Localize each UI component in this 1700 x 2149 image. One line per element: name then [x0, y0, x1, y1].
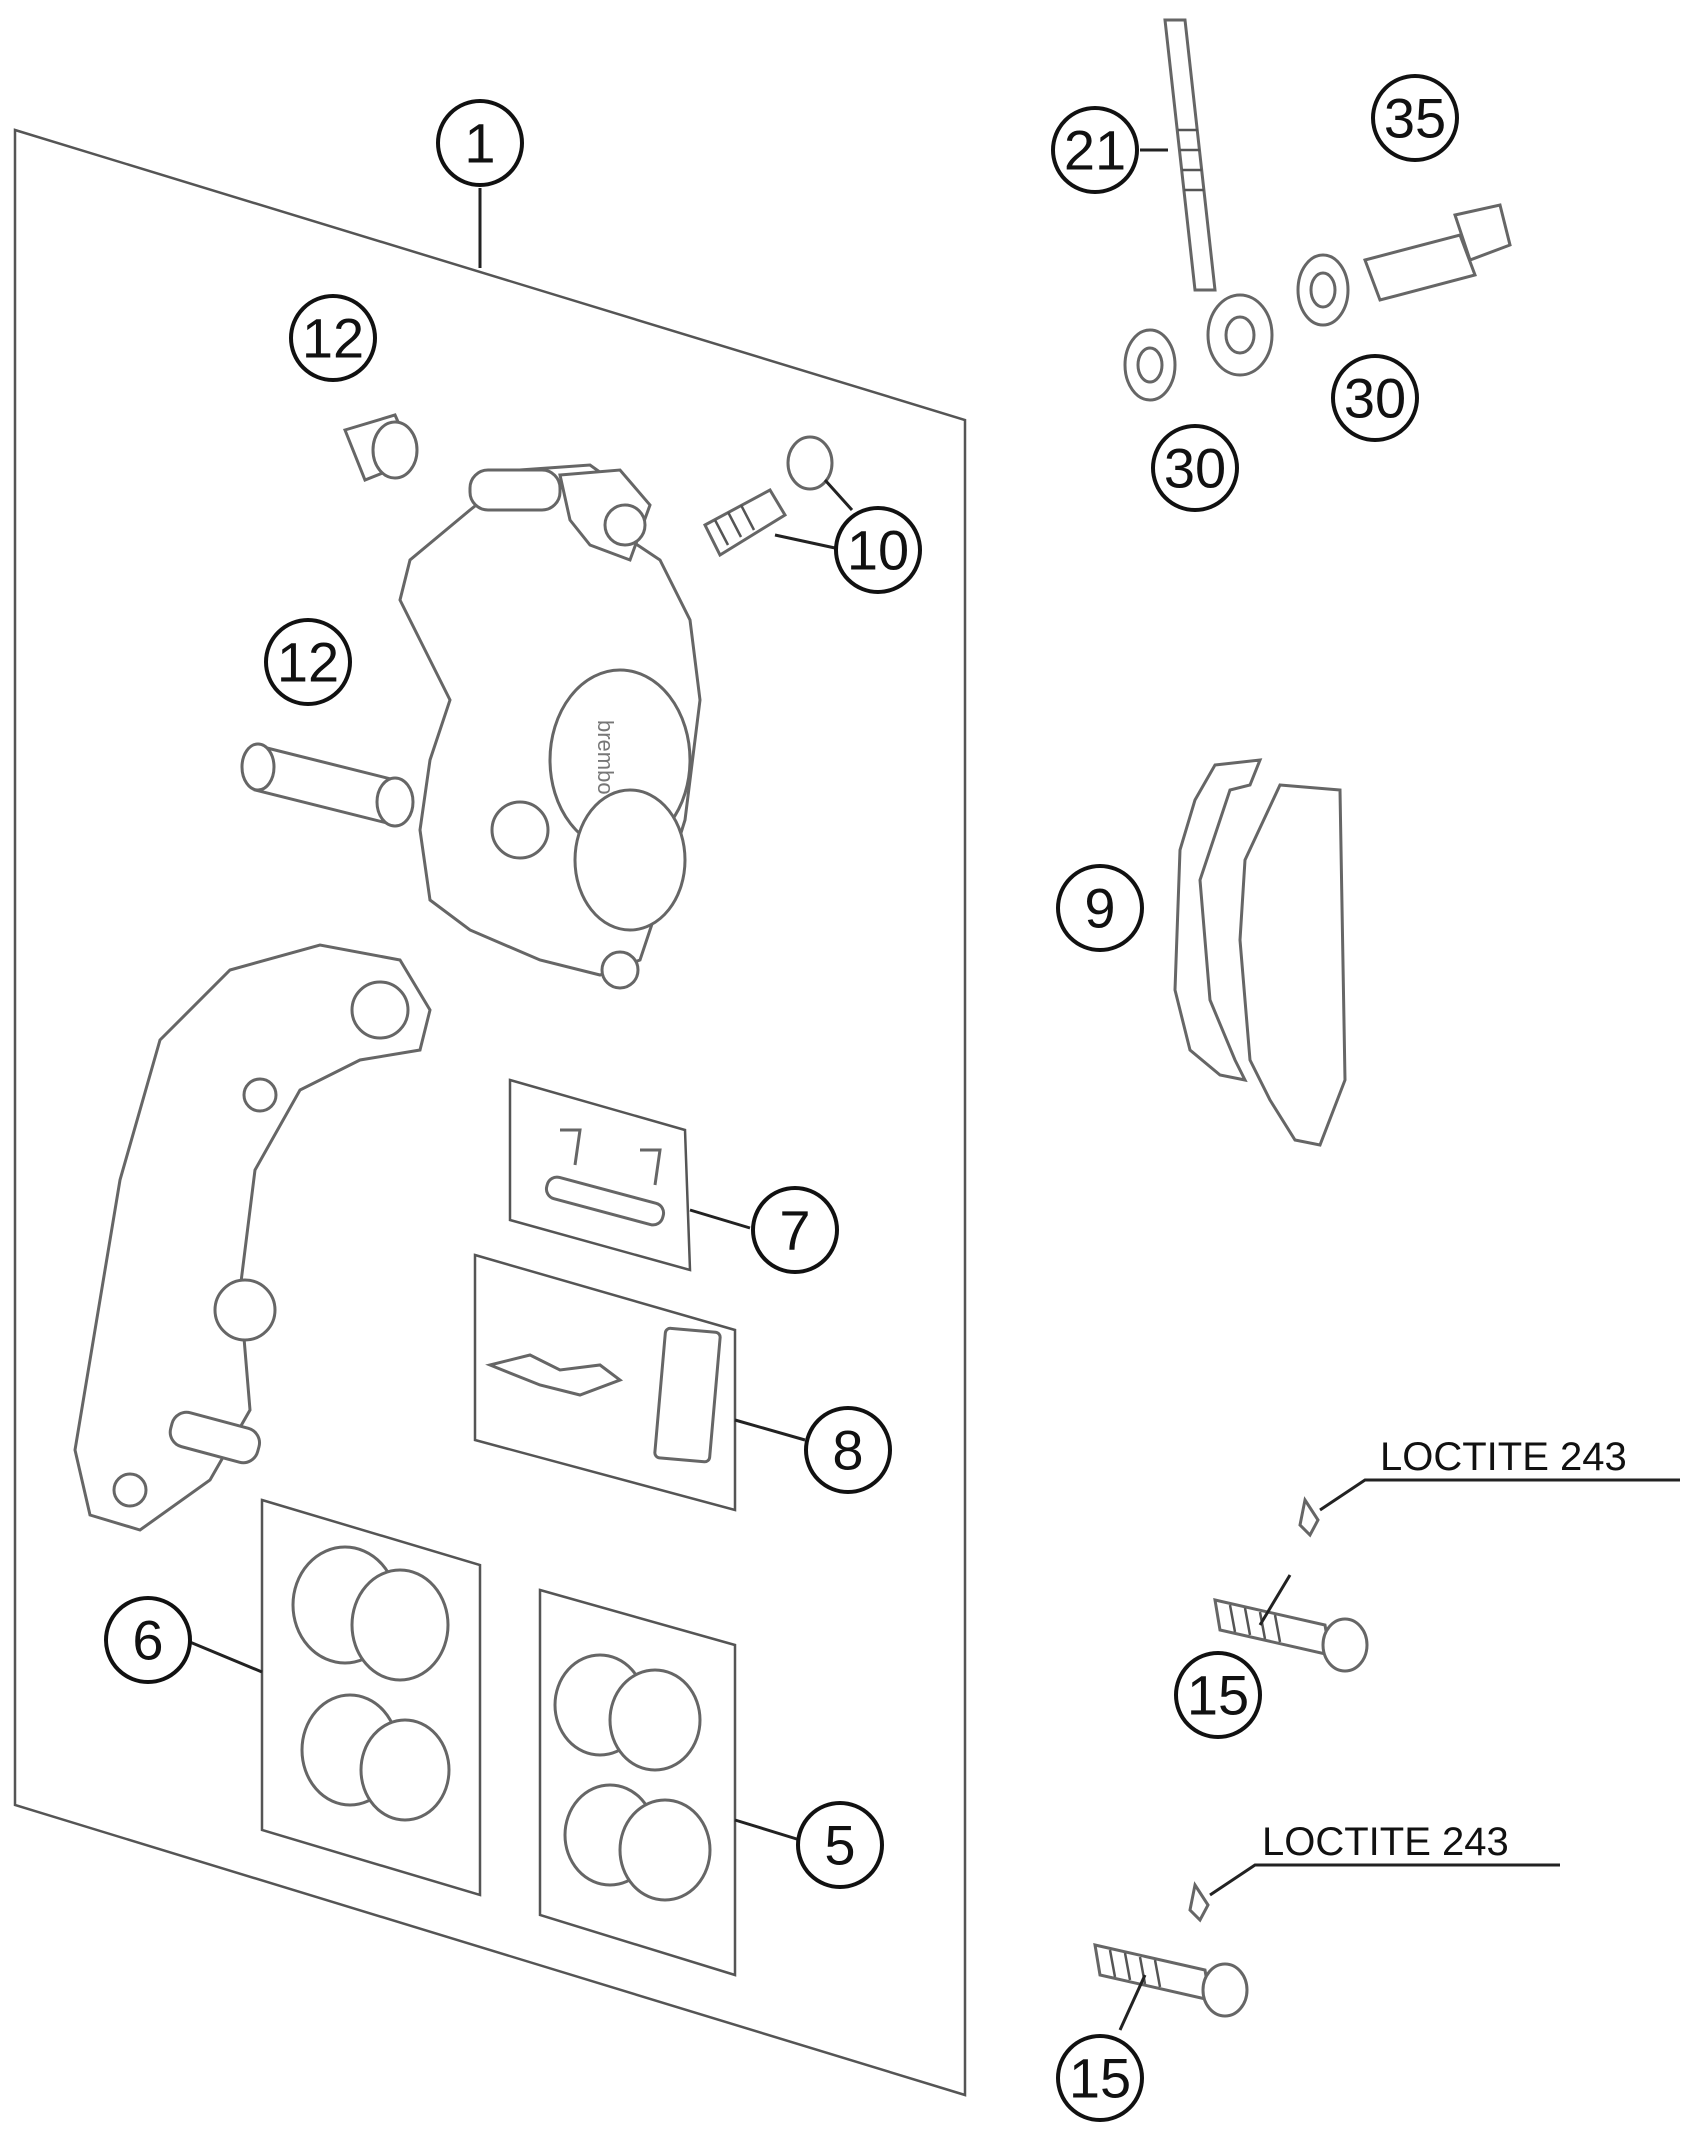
caliper-bracket — [73, 943, 432, 1532]
callout-30-left: 30 — [1151, 424, 1239, 512]
callout-12-upper: 12 — [289, 294, 377, 382]
pin-kit — [508, 1078, 751, 1272]
brake-pads — [1173, 758, 1347, 1147]
spring-kit — [473, 1253, 806, 1512]
callout-12-lower: 12 — [264, 618, 352, 706]
callout-10: 10 — [834, 506, 922, 594]
svg-text:1: 1 — [464, 112, 495, 175]
svg-text:15: 15 — [1069, 2047, 1131, 2110]
loctite-lower-label: LOCTITE 243 — [1262, 1820, 1509, 1864]
callout-8: 8 — [804, 1406, 892, 1494]
leader-5 — [734, 1818, 801, 1842]
leader-7 — [689, 1208, 751, 1230]
leader-8 — [734, 1418, 806, 1442]
bushing-part — [342, 413, 419, 482]
loctite-upper-leader — [1319, 1478, 1680, 1512]
piston-kit — [184, 1498, 482, 1897]
callout-15-upper: 15 — [1174, 1651, 1262, 1739]
callout-35: 35 — [1371, 74, 1459, 162]
svg-text:21: 21 — [1064, 119, 1126, 182]
svg-text:30: 30 — [1344, 367, 1406, 430]
callout-21: 21 — [1051, 106, 1139, 194]
svg-text:8: 8 — [832, 1419, 863, 1482]
loctite-upper-label: LOCTITE 243 — [1380, 1435, 1627, 1479]
bleed-screw-part — [703, 435, 834, 558]
svg-text:30: 30 — [1164, 437, 1226, 500]
svg-text:9: 9 — [1084, 877, 1115, 940]
svg-text:6: 6 — [132, 1609, 163, 1672]
brake-line-banjo — [1123, 18, 1512, 402]
svg-text:15: 15 — [1187, 1664, 1249, 1727]
seal-kit — [538, 1588, 801, 1977]
callout-6: 6 — [104, 1596, 192, 1684]
assembly-panel — [13, 128, 967, 2097]
svg-text:12: 12 — [302, 307, 364, 370]
callout-7: 7 — [751, 1186, 839, 1274]
callout-1: 1 — [436, 99, 524, 187]
leader-6 — [184, 1638, 263, 1674]
callout-15-lower: 15 — [1056, 2034, 1144, 2122]
caliper-brand-mark: brembo — [593, 720, 618, 795]
loctite-lower-leader — [1209, 1863, 1560, 1897]
leader-10-b — [823, 478, 854, 512]
callout-30-right: 30 — [1331, 354, 1419, 442]
svg-text:7: 7 — [779, 1199, 810, 1262]
leader-15-lower — [1118, 1974, 1147, 2031]
svg-text:12: 12 — [277, 631, 339, 694]
svg-text:5: 5 — [824, 1814, 855, 1877]
brake-caliper: brembo — [398, 463, 702, 990]
leader-15-upper — [1258, 1574, 1292, 1626]
pin-bolt-part — [240, 742, 415, 828]
callout-9: 9 — [1056, 864, 1144, 952]
bolt-upper — [1213, 1496, 1369, 1673]
leader-10-a — [774, 533, 836, 550]
svg-text:10: 10 — [847, 519, 909, 582]
bolt-lower — [1093, 1881, 1249, 2018]
callout-5: 5 — [796, 1801, 884, 1889]
svg-text:35: 35 — [1384, 87, 1446, 150]
